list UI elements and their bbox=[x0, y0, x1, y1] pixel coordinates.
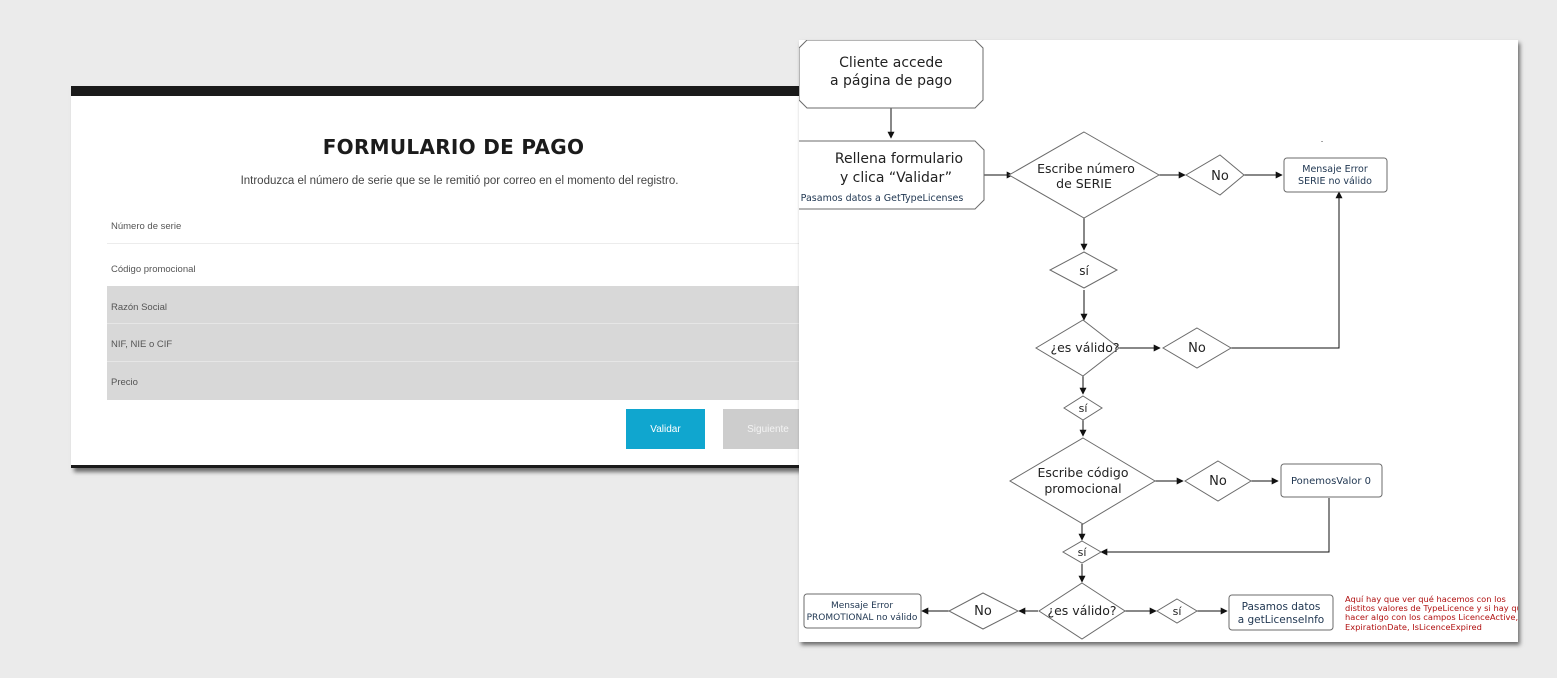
svg-text:promocional: promocional bbox=[1044, 481, 1121, 496]
svg-text:No: No bbox=[1211, 169, 1229, 184]
razon-social-label: Razón Social bbox=[111, 302, 167, 313]
precio-label: Precio bbox=[111, 377, 138, 388]
payment-form-panel: FORMULARIO DE PAGO Introduzca el número … bbox=[71, 86, 836, 468]
svg-text:distitos valores de TypeLicenc: distitos valores de TypeLicence y si hay… bbox=[1345, 603, 1518, 613]
svg-text:Mensaje Error: Mensaje Error bbox=[1302, 164, 1368, 175]
nif-field[interactable]: NIF, NIE o CIF bbox=[107, 324, 813, 362]
svg-text:sí: sí bbox=[1078, 546, 1088, 559]
no-node-3: No bbox=[1184, 460, 1252, 502]
svg-text:No: No bbox=[1188, 341, 1206, 356]
razon-social-field[interactable]: Razón Social bbox=[107, 286, 813, 324]
si-node-3: sí bbox=[1062, 540, 1102, 564]
form-title: FORMULARIO DE PAGO bbox=[322, 135, 585, 159]
precio-field[interactable]: Precio bbox=[107, 362, 813, 400]
fill-form-note: Pasamos datos a GetTypeLicenses bbox=[801, 193, 964, 204]
decision-valido-1: ¿es válido? bbox=[1035, 319, 1120, 377]
svg-text:¿es válido?: ¿es válido? bbox=[1047, 603, 1116, 618]
decision-serie-line1: Escribe número bbox=[1037, 161, 1135, 176]
start-line2: a página de pago bbox=[830, 73, 952, 89]
flowchart-svg: Cliente accede a página de pago Rellena … bbox=[799, 40, 1518, 640]
svg-text:sí: sí bbox=[1173, 605, 1183, 618]
ponemos-valor-node: PonemosValor 0 bbox=[1280, 463, 1383, 498]
decision-valido-2: ¿es válido? bbox=[1038, 582, 1126, 640]
svg-text:sí: sí bbox=[1079, 264, 1089, 278]
form-bottom-bar bbox=[71, 465, 836, 468]
svg-text:Pasamos datos: Pasamos datos bbox=[1242, 601, 1321, 613]
si-node-4: sí bbox=[1156, 598, 1198, 624]
serial-number-label: Número de serie bbox=[111, 221, 182, 232]
no-node-4: No bbox=[947, 592, 1020, 630]
no-node-1: No bbox=[1185, 154, 1245, 196]
fill-form-line2: y clica “Validar” bbox=[840, 170, 952, 186]
validar-button[interactable]: Validar bbox=[626, 409, 705, 449]
form-subtitle: Introduzca el número de serie que se le … bbox=[240, 175, 679, 187]
flowchart-panel: Cliente accede a página de pago Rellena … bbox=[799, 40, 1518, 642]
decision-serie: Escribe número de SERIE bbox=[1007, 131, 1161, 219]
fill-form-line1: Rellena formulario bbox=[835, 151, 963, 167]
svg-text:PROMOTIONAL no válido: PROMOTIONAL no válido bbox=[807, 613, 918, 623]
svg-text:ExpirationDate, IsLicenceExpir: ExpirationDate, IsLicenceExpired bbox=[1345, 622, 1482, 632]
decision-serie-line2: de SERIE bbox=[1056, 176, 1112, 191]
pasamos-datos-node: Pasamos datos a getLicenseInfo bbox=[1228, 594, 1334, 631]
svg-text:¿es válido?: ¿es válido? bbox=[1050, 340, 1119, 355]
svg-text:Escribe código: Escribe código bbox=[1037, 465, 1128, 480]
siguiente-button[interactable]: Siguiente bbox=[723, 409, 813, 449]
svg-text:Mensaje Error: Mensaje Error bbox=[831, 601, 893, 611]
red-note: Aquí hay que ver qué hacemos con los dis… bbox=[1345, 594, 1518, 632]
serial-number-field[interactable]: Número de serie bbox=[107, 214, 813, 244]
svg-text:PonemosValor 0: PonemosValor 0 bbox=[1291, 476, 1371, 487]
si-node-2: sí bbox=[1063, 395, 1103, 421]
promo-code-field[interactable]: Código promocional bbox=[107, 250, 813, 286]
svg-text:hacer algo con los campos Lice: hacer algo con los campos LicenceActive, bbox=[1345, 612, 1518, 622]
decision-promo: Escribe código promocional bbox=[1009, 437, 1156, 525]
si-node-1: sí bbox=[1048, 251, 1119, 289]
no-node-2: No bbox=[1162, 327, 1232, 369]
error-promo-node: Mensaje Error PROMOTIONAL no válido bbox=[803, 593, 922, 629]
promo-code-label: Código promocional bbox=[111, 264, 196, 275]
stray-dot: . bbox=[1321, 135, 1324, 144]
svg-text:sí: sí bbox=[1079, 402, 1089, 415]
nif-label: NIF, NIE o CIF bbox=[111, 339, 173, 350]
svg-text:a getLicenseInfo: a getLicenseInfo bbox=[1238, 614, 1324, 626]
svg-text:No: No bbox=[1209, 474, 1227, 489]
svg-text:SERIE no válido: SERIE no válido bbox=[1298, 176, 1372, 187]
svg-text:Aquí hay que ver qué hacemos c: Aquí hay que ver qué hacemos con los bbox=[1345, 594, 1506, 604]
start-line1: Cliente accede bbox=[839, 55, 943, 71]
start-node: Cliente accede a página de pago bbox=[799, 40, 984, 109]
error-serie-node: Mensaje Error SERIE no válido bbox=[1283, 157, 1388, 193]
fill-form-node: Rellena formulario y clica “Validar” Pas… bbox=[799, 140, 985, 210]
form-top-bar bbox=[71, 86, 836, 96]
svg-text:No: No bbox=[974, 604, 992, 619]
